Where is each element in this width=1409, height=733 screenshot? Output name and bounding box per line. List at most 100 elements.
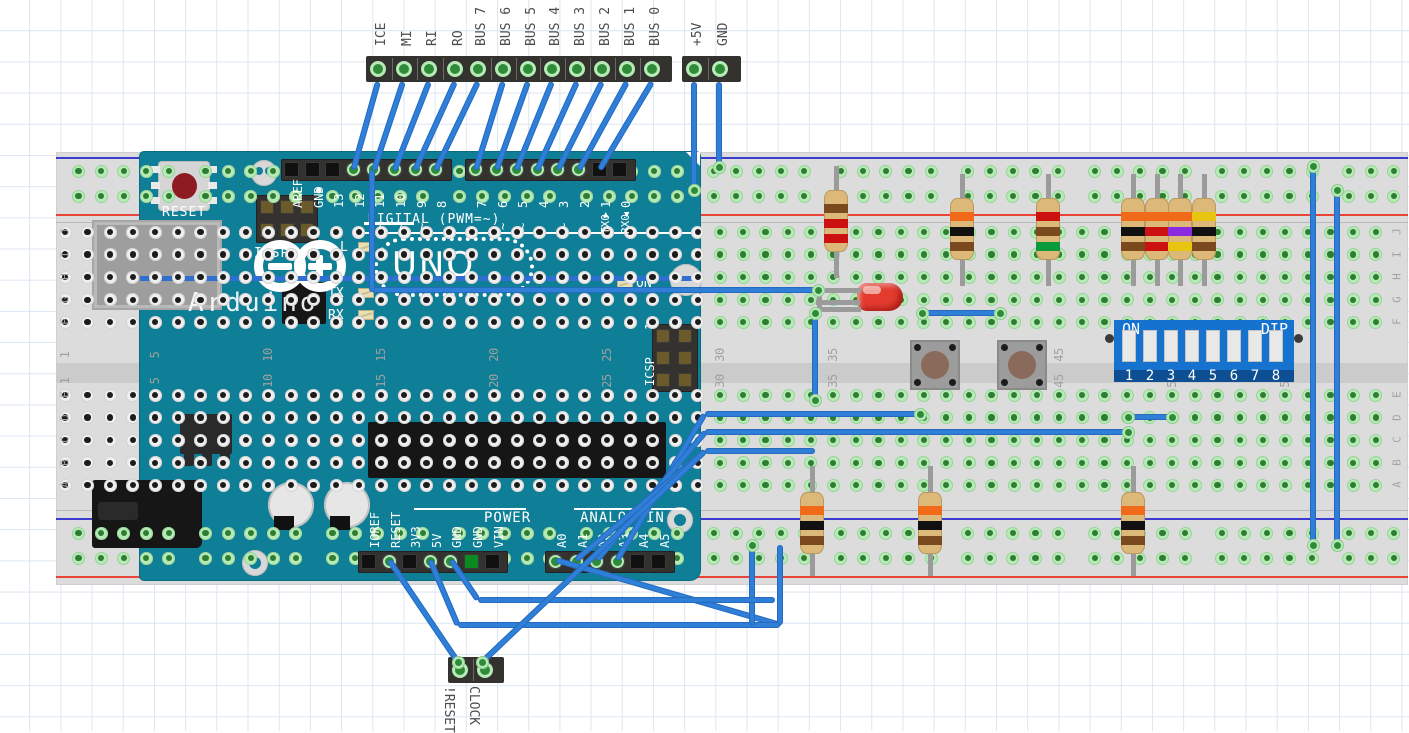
dip-switch-lever-6[interactable] [1227,330,1241,362]
connector-bus-pin[interactable] [569,61,586,77]
rail-hole-top-neg [266,164,280,178]
breadboard-top-hole [442,270,456,284]
breadboard-bottom-hole [81,456,95,470]
breadboard-top-hole [872,225,886,239]
breadboard-bottom-hole [374,478,388,492]
connector-separator [540,58,542,80]
rail-hole-top-neg [924,164,938,178]
rail-hole-top-neg [1282,164,1296,178]
breadboard-top-hole [759,248,773,262]
wire-jumper-dip-a [1121,410,1135,424]
connector-separator [707,58,709,80]
digital-header-left[interactable] [281,159,452,181]
digital-header-left-pin[interactable] [325,162,341,177]
wire-analog-2-h [705,448,815,454]
breadboard-bottom-hole [352,411,366,425]
digital-header-left-pin[interactable] [304,162,320,177]
dip-switch-lever-8[interactable] [1269,330,1283,362]
wire-jumper-led [922,310,1000,316]
icsp2-pin1-dot: ● [316,186,322,196]
pushbutton-cap[interactable] [921,351,949,379]
dip-switch-lever-1[interactable] [1122,330,1136,362]
rail-hole-top-neg [1387,164,1401,178]
breadboard-top-hole [148,270,162,284]
connector-power-pin[interactable] [711,61,728,77]
connector-control[interactable] [366,56,476,82]
connector-bus-pin[interactable] [519,61,536,77]
breadboard-top-hole [420,293,434,307]
rail-hole-bottom-neg [961,526,975,540]
breadboard-top-hole [600,225,614,239]
breadboard-top-hole [216,315,230,329]
connector-bus-pin[interactable] [544,61,561,77]
breadboard-top-hole [352,315,366,329]
dip-switch-position-label: 7 [1250,368,1260,384]
power-header-pin[interactable] [402,554,418,569]
dip-switch-lever-7[interactable] [1248,330,1262,362]
resistor-body [950,198,974,260]
breadboard-bottom-hole [81,388,95,402]
connector-bus-pin[interactable] [470,61,486,77]
connector-power-pin[interactable] [686,61,702,77]
breadboard-bottom-hole [1143,388,1157,402]
pushbutton-2[interactable] [997,340,1047,390]
breadboard-top-hole [442,225,456,239]
breadboard-top-hole [826,315,840,329]
resistor-band [1121,506,1145,515]
pushbutton-cap[interactable] [1008,351,1036,379]
column-number-bottom: 35 [826,374,841,388]
breadboard-bottom-hole [1052,433,1066,447]
rail-hole-top-pos [244,189,258,203]
connector-control-pin[interactable] [446,61,463,77]
pushbutton-1[interactable] [910,340,960,390]
resistor-lead-bottom [833,248,839,278]
connector-control-pin[interactable] [370,61,386,77]
rail-hole-top-pos [1110,189,1124,203]
breadboard-bottom-hole [849,388,863,402]
breadboard-bottom-hole [623,433,637,447]
dip-switch-lever-4[interactable] [1185,330,1199,362]
rail-hole-top-pos [117,189,131,203]
breadboard-top-hole [374,270,388,284]
rail-hole-top-neg [162,164,176,178]
digital-header-right[interactable] [465,159,636,181]
connector-bus-pin[interactable] [594,61,610,77]
row-letter-left-top: J [58,228,72,235]
breadboard-top-hole [374,225,388,239]
breadboard-top-hole [465,315,479,329]
breadboard-bottom-hole [171,411,185,425]
dip-switch-lever-3[interactable] [1164,330,1178,362]
dip-switch-lever-5[interactable] [1206,330,1220,362]
dip-switch-lever-2[interactable] [1143,330,1157,362]
breadboard-top-hole [329,315,343,329]
connector-separator [565,58,567,80]
power-header-pin[interactable] [464,554,479,569]
breadboard-bottom-hole [216,411,230,425]
digital-header-right-pin[interactable] [612,162,628,177]
analog-header-pin[interactable] [630,554,646,569]
rail-hole-bottom-neg [1028,526,1042,540]
connector-bus[interactable] [466,56,673,82]
breadboard-bottom-hole [781,478,795,492]
breadboard-top-hole [646,225,660,239]
breadboard-top-hole [81,270,95,284]
connector-bus-pin[interactable] [618,61,635,77]
analog-header-pin[interactable] [651,554,666,569]
connector-control-pin[interactable] [421,61,437,77]
connector-power[interactable] [682,56,741,82]
rail-hole-top-neg [1006,164,1020,178]
breadboard-bottom-hole [148,388,162,402]
connector-bus-pin[interactable] [643,61,660,77]
breadboard-bottom-hole [81,411,95,425]
power-header-pin[interactable] [484,554,500,569]
breadboard-bottom-hole [1233,388,1247,402]
breadboard-top-hole [1007,315,1021,329]
power-header-pin[interactable] [361,554,376,569]
digital-header-left-pin[interactable] [284,162,299,177]
icsp-header[interactable] [652,324,698,392]
breadboard-bottom-hole [352,433,366,447]
breadboard-bottom-hole [1188,456,1202,470]
connector-control-pin[interactable] [395,61,412,77]
connector-bus-pin[interactable] [494,61,511,77]
